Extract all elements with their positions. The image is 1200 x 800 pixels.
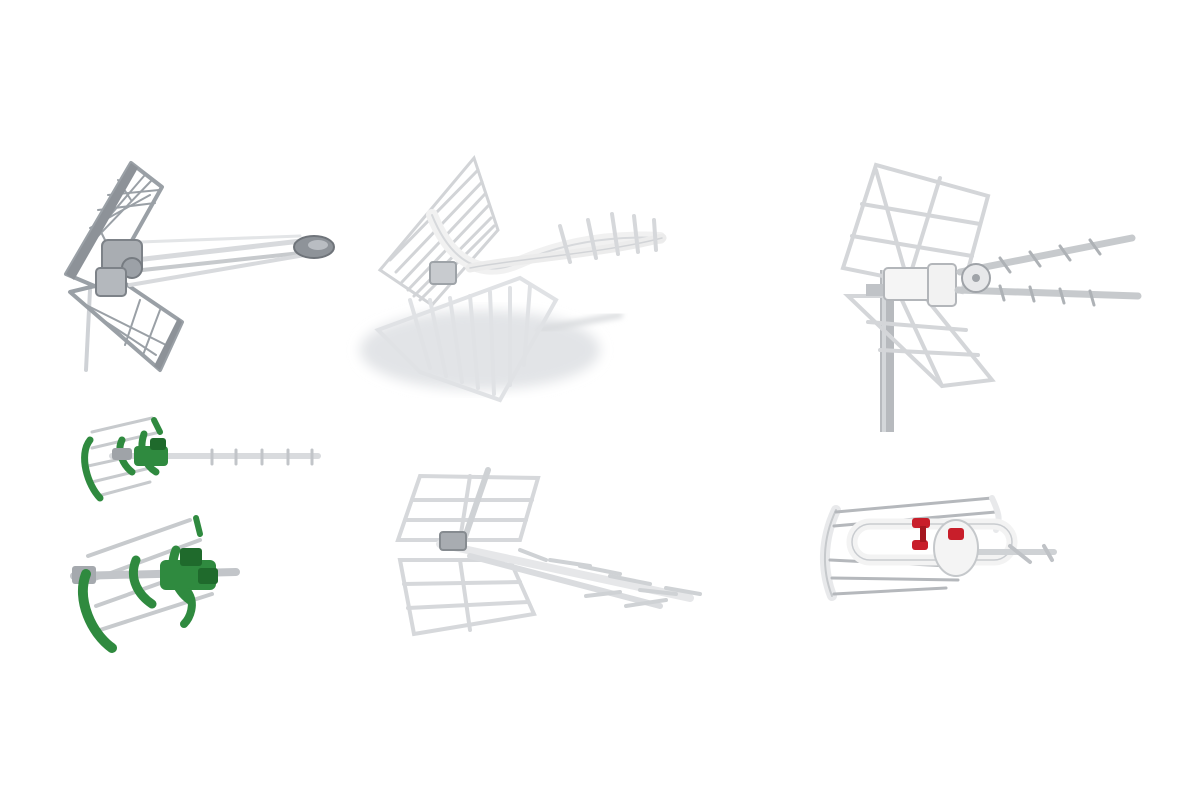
white-grid-reflector-antenna xyxy=(360,154,667,403)
silver-gray-yagi-antenna xyxy=(64,161,335,372)
green-yagi-antenna-large xyxy=(70,515,240,653)
white-panel-yagi-antenna xyxy=(395,467,702,637)
white-panel-reflector-antenna-on-mast xyxy=(840,162,1142,432)
white-compact-antenna-red-clips xyxy=(820,495,1057,601)
green-yagi-antenna-small xyxy=(81,416,321,502)
